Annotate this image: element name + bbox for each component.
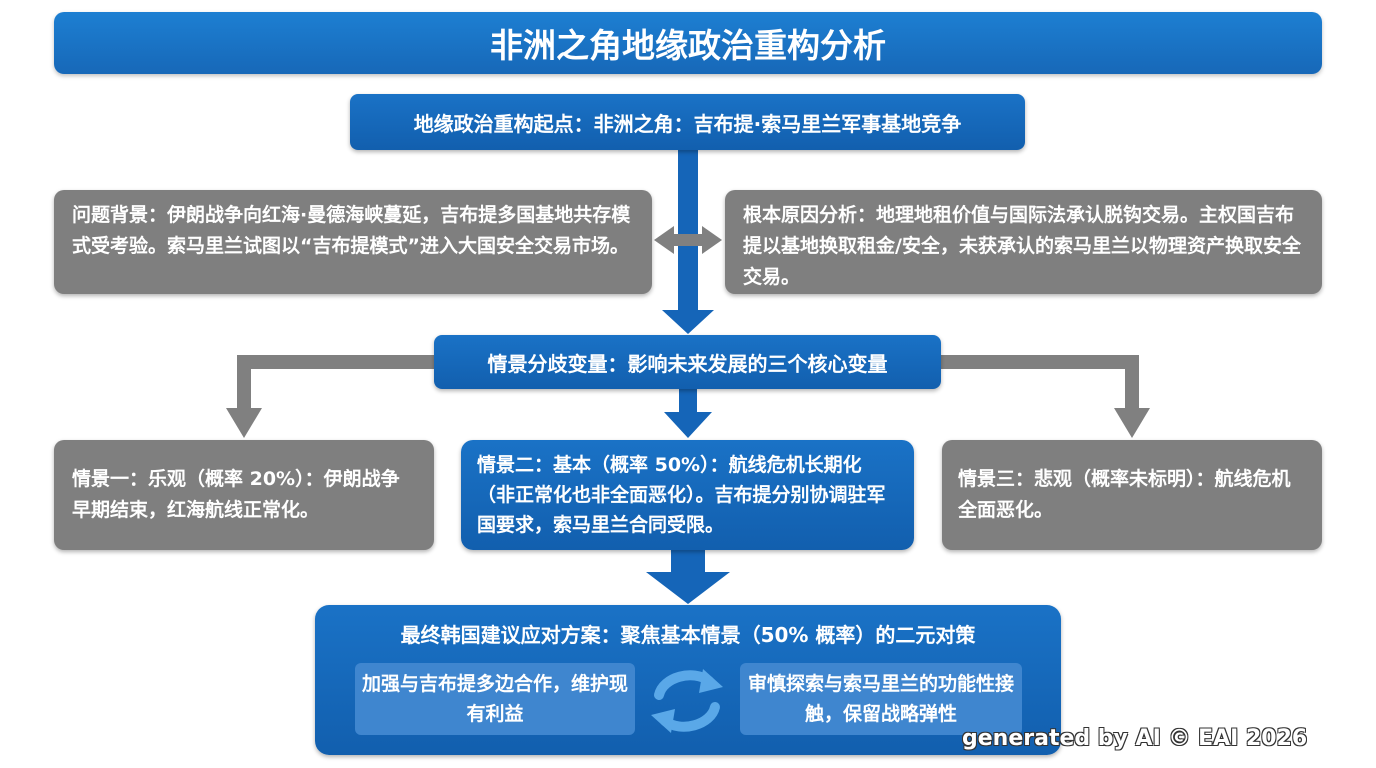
scenario-variables-text: 情景分歧变量：影响未来发展的三个核心变量 [487, 351, 888, 376]
djibouti-cooperation-text: 加强与吉布提多边合作，维护现有利益 [361, 673, 628, 725]
somaliland-engagement-text: 审慎探索与索马里兰的功能性接触，保留战略弹性 [747, 673, 1014, 725]
right-elbow-connector [941, 355, 1139, 412]
scenario-pessimistic-text: 情景三：悲观（概率未标明）：航线危机全面恶化。 [958, 468, 1291, 521]
cycle-arrows-icon [645, 663, 729, 739]
root-cause-text: 根本原因分析：地理地租价值与国际法承认脱钩交易。主权国吉布提以基地换取租金/安全… [743, 204, 1301, 288]
middle-connector [679, 389, 697, 416]
somaliland-engagement-box: 审慎探索与索马里兰的功能性接触，保留战略弹性 [740, 663, 1022, 735]
scenario-optimistic-box: 情景一：乐观（概率 20%）：伊朗战争早期结束，红海航线正常化。 [54, 440, 434, 550]
djibouti-cooperation-box: 加强与吉布提多边合作，维护现有利益 [355, 663, 635, 735]
main-down-arrowhead [662, 310, 714, 334]
double-arrow-shaft [668, 234, 708, 246]
left-elbow-connector [237, 355, 434, 412]
ai-watermark: generated by AI © EAI 2026 [962, 726, 1308, 751]
page-title: 非洲之角地缘政治重构分析 [54, 12, 1322, 74]
scenario-base-box: 情景二：基本（概率 50%）：航线危机长期化（非正常化也非全面恶化）。吉布提分别… [461, 440, 914, 550]
right-elbow-arrowhead [1114, 408, 1150, 438]
final-connector [671, 550, 705, 576]
background-box: 问题背景：伊朗战争向红海·曼德海峡蔓延，吉布提多国基地共存模式受考验。索马里兰试… [54, 190, 652, 294]
main-vertical-connector [678, 150, 698, 315]
scenario-optimistic-text: 情景一：乐观（概率 20%）：伊朗战争早期结束，红海航线正常化。 [72, 468, 400, 521]
scenario-pessimistic-box: 情景三：悲观（概率未标明）：航线危机全面恶化。 [942, 440, 1322, 550]
scenario-base-text: 情景二：基本（概率 50%）：航线危机长期化（非正常化也非全面恶化）。吉布提分别… [477, 454, 886, 536]
middle-arrowhead [664, 412, 712, 438]
root-cause-box: 根本原因分析：地理地租价值与国际法承认脱钩交易。主权国吉布提以基地换取租金/安全… [725, 190, 1322, 294]
final-recommendation-title: 最终韩国建议应对方案：聚焦基本情景（50% 概率）的二元对策 [400, 623, 976, 647]
starting-point-box: 地缘政治重构起点：非洲之角：吉布提·索马里兰军事基地竞争 [350, 94, 1025, 150]
final-recommendation-box: 最终韩国建议应对方案：聚焦基本情景（50% 概率）的二元对策 加强与吉布提多边合… [315, 605, 1061, 755]
double-arrow-right-head [702, 226, 722, 254]
starting-point-text: 地缘政治重构起点：非洲之角：吉布提·索马里兰军事基地竞争 [413, 111, 962, 136]
final-arrowhead [646, 572, 730, 604]
double-arrow-left-head [654, 226, 674, 254]
background-text: 问题背景：伊朗战争向红海·曼德海峡蔓延，吉布提多国基地共存模式受考验。索马里兰试… [72, 204, 631, 257]
scenario-variables-box: 情景分歧变量：影响未来发展的三个核心变量 [434, 335, 941, 389]
left-elbow-arrowhead [226, 408, 262, 438]
